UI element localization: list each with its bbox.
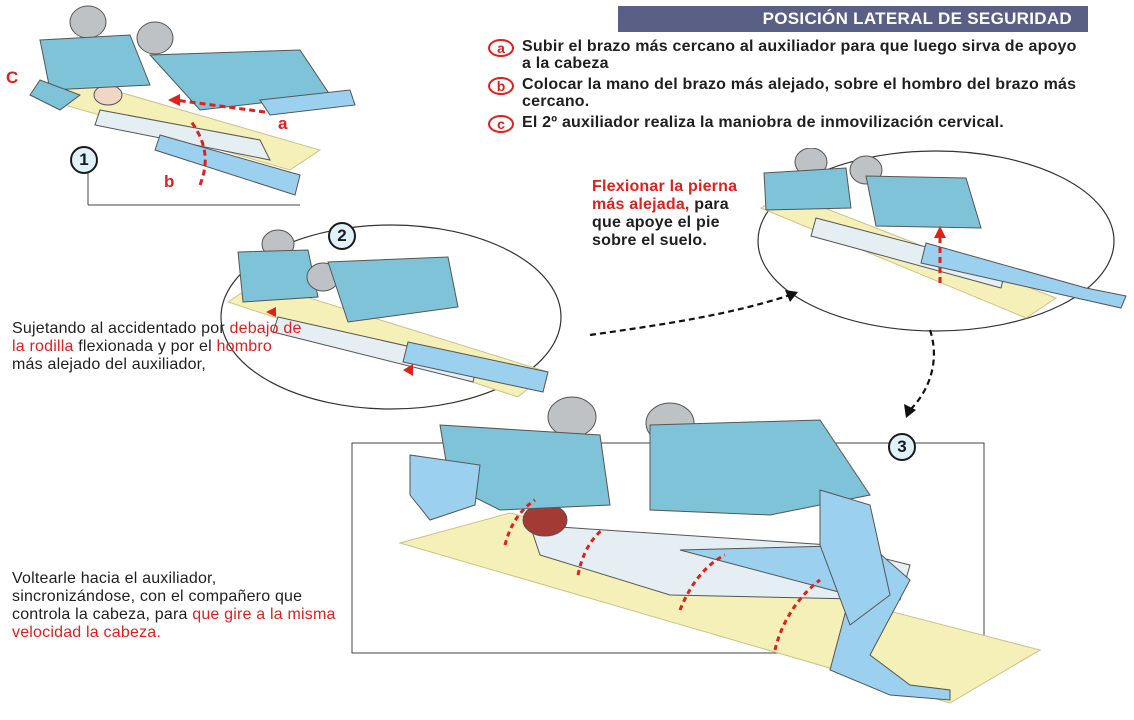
step-number-2: 2 (328, 222, 356, 250)
flow-arrows (589, 290, 935, 418)
caption-flex-rest: para que apoye el pie sobre el suelo. (592, 196, 729, 249)
caption-hold-part1: Sujetando al accidentado por (12, 320, 230, 337)
figure-3: 3 (350, 395, 1090, 705)
caption-hold-red1: debajo de la rodilla (12, 320, 302, 355)
figure-1: 1 a b C (0, 0, 420, 215)
figure-2: 2 (218, 222, 564, 412)
caption-flex-red: Flexionar la pierna más alejada, (592, 178, 738, 213)
step-badge: c (488, 115, 514, 133)
caption-turn: Voltearle hacia el auxiliador, sincroniz… (12, 570, 342, 642)
step-number-1: 1 (70, 146, 98, 174)
instruction-text: El 2º auxiliador realiza la maniobra de … (522, 114, 1004, 131)
label-c: C (6, 68, 19, 87)
step-number-3: 3 (888, 433, 916, 461)
instruction-item: c El 2º auxiliador realiza la maniobra d… (488, 114, 1088, 133)
page-title: POSICIÓN LATERAL DE SEGURIDAD (762, 9, 1072, 28)
instruction-text: Subir el brazo más cercano al auxiliador… (522, 38, 1077, 72)
figure-flex-leg (756, 147, 1132, 334)
label-b: b (164, 172, 175, 191)
caption-turn-part1: Voltearle hacia el auxiliador, sincroniz… (12, 570, 303, 623)
instruction-item: a Subir el brazo más cercano al auxiliad… (488, 38, 1088, 72)
instruction-item: b Colocar la mano del brazo más alejado,… (488, 76, 1088, 110)
caption-hold-part2: flexionada y por el (73, 338, 217, 355)
caption-hold: Sujetando al accidentado por debajo de l… (12, 320, 302, 374)
figure-2-illustration (220, 224, 562, 410)
figure-1-illustration (28, 5, 356, 206)
title-bar: POSICIÓN LATERAL DE SEGURIDAD (618, 6, 1088, 32)
caption-hold-part3: más alejado del auxiliador, (12, 356, 206, 373)
instruction-text: Colocar la mano del brazo más alejado, s… (522, 76, 1077, 110)
caption-hold-red2: hombro (216, 338, 272, 355)
step-badge: b (488, 77, 514, 95)
figure-3-illustration (351, 396, 1042, 704)
caption-turn-red: que gire a la misma velocidad la cabeza. (12, 606, 336, 641)
caption-flex-leg: Flexionar la pierna más alejada, para qu… (592, 178, 752, 250)
label-a: a (278, 114, 288, 133)
instruction-list: a Subir el brazo más cercano al auxiliad… (488, 38, 1088, 133)
figure-flex-leg-illustration (757, 147, 1127, 332)
step-badge: a (488, 39, 514, 57)
